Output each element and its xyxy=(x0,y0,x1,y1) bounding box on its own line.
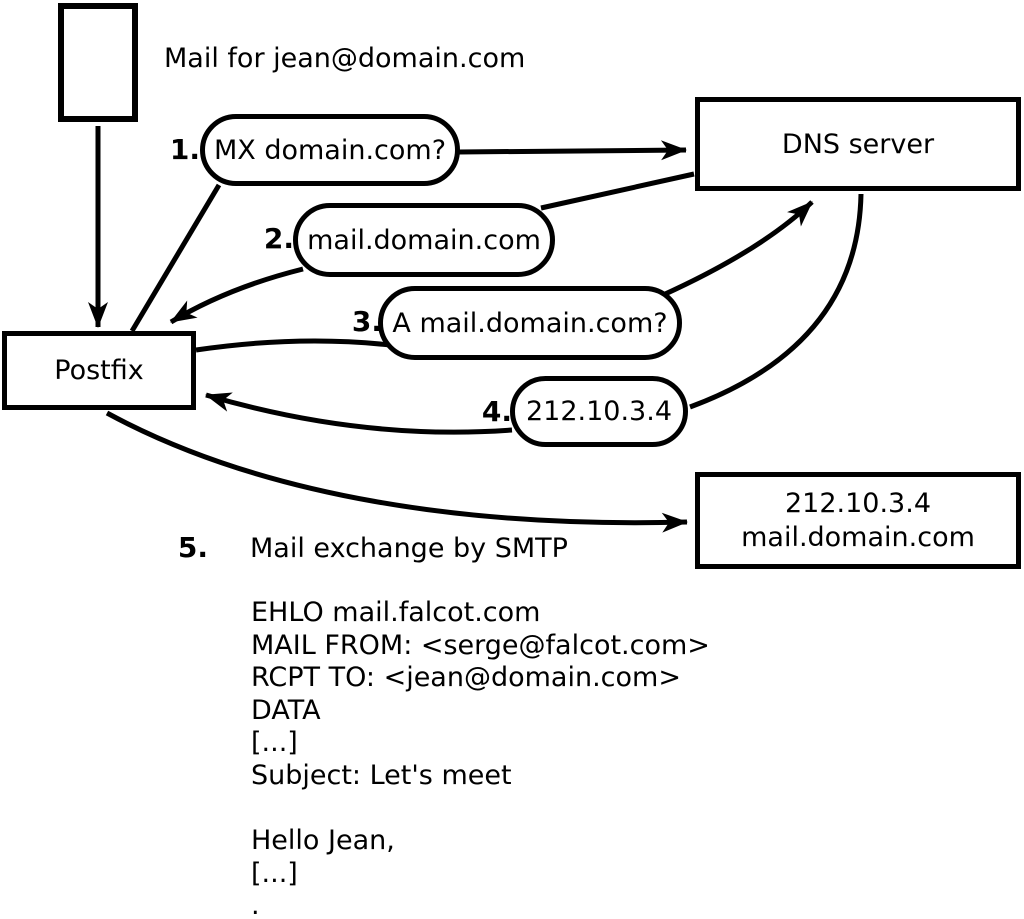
step-number-4: 4. xyxy=(481,395,512,428)
step-number-1: 1. xyxy=(169,133,200,166)
diagram-title: Mail for jean@domain.com xyxy=(164,43,526,74)
destination-ip-label: 212.10.3.4 xyxy=(785,487,931,519)
line-postfix-to-mx-query xyxy=(129,183,222,333)
dns-server-label: DNS server xyxy=(781,128,935,160)
bubble-a-query-label: A mail.domain.com? xyxy=(392,307,668,339)
bubble-a-query: A mail.domain.com? xyxy=(378,286,682,360)
postfix-label: Postfix xyxy=(54,355,144,386)
bubble-a-answer: 212.10.3.4 xyxy=(510,376,688,447)
dns-server-node: DNS server xyxy=(695,97,1021,191)
step-number-5: 5. xyxy=(177,531,208,564)
postfix-node: Postfix xyxy=(2,331,196,410)
line-dns-to-mx-answer xyxy=(540,171,695,211)
smtp-session-transcript: EHLO mail.falcot.com MAIL FROM: <serge@f… xyxy=(251,597,710,919)
bubble-mx-answer: mail.domain.com xyxy=(293,203,555,277)
arrow-mx-query-to-dns xyxy=(458,140,687,161)
step-number-3: 3. xyxy=(351,305,382,338)
bubble-mx-answer-label: mail.domain.com xyxy=(307,224,541,256)
step-5-label: Mail exchange by SMTP xyxy=(250,533,568,564)
bubble-mx-query-label: MX domain.com? xyxy=(213,134,447,166)
bubble-a-answer-label: 212.10.3.4 xyxy=(526,396,672,427)
bubble-mx-query: MX domain.com? xyxy=(200,114,460,186)
mail-letter-icon xyxy=(58,3,138,122)
line-postfix-to-a-query xyxy=(195,338,391,353)
destination-hostname-label: mail.domain.com xyxy=(741,521,975,553)
step-number-2: 2. xyxy=(263,222,294,255)
destination-server-node: 212.10.3.4 mail.domain.com xyxy=(695,472,1021,569)
arrow-postfix-to-destination-smtp xyxy=(105,410,688,533)
arrow-a-query-to-dns xyxy=(661,200,814,298)
line-dns-to-a-answer xyxy=(689,193,864,410)
arrow-mx-answer-to-postfix xyxy=(169,266,304,325)
arrow-a-answer-to-postfix xyxy=(205,392,513,435)
